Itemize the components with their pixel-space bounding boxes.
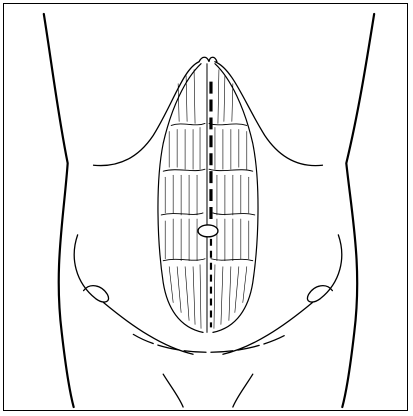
left-rib-margin (94, 62, 199, 166)
rib-margin (94, 57, 323, 165)
right-inguinal-line (223, 303, 313, 355)
xiphoid-process (199, 57, 217, 61)
left-rectus-outline (158, 64, 203, 333)
right-rectus-outline (213, 64, 258, 333)
abdomen-diagram (4, 4, 407, 410)
pelvic-contours (74, 235, 342, 407)
umbilicus (198, 225, 218, 237)
torso-outline (44, 14, 374, 407)
torso-right-contour (342, 14, 374, 407)
left-iliac-crest (74, 235, 108, 302)
right-thigh-line (233, 374, 253, 407)
right-iliac-crest (307, 235, 341, 302)
left-inguinal-line (104, 303, 194, 355)
torso-left-contour (44, 14, 74, 407)
diagram-frame (3, 3, 408, 411)
rectus-abdominis (158, 64, 258, 333)
left-thigh-line (163, 374, 183, 407)
